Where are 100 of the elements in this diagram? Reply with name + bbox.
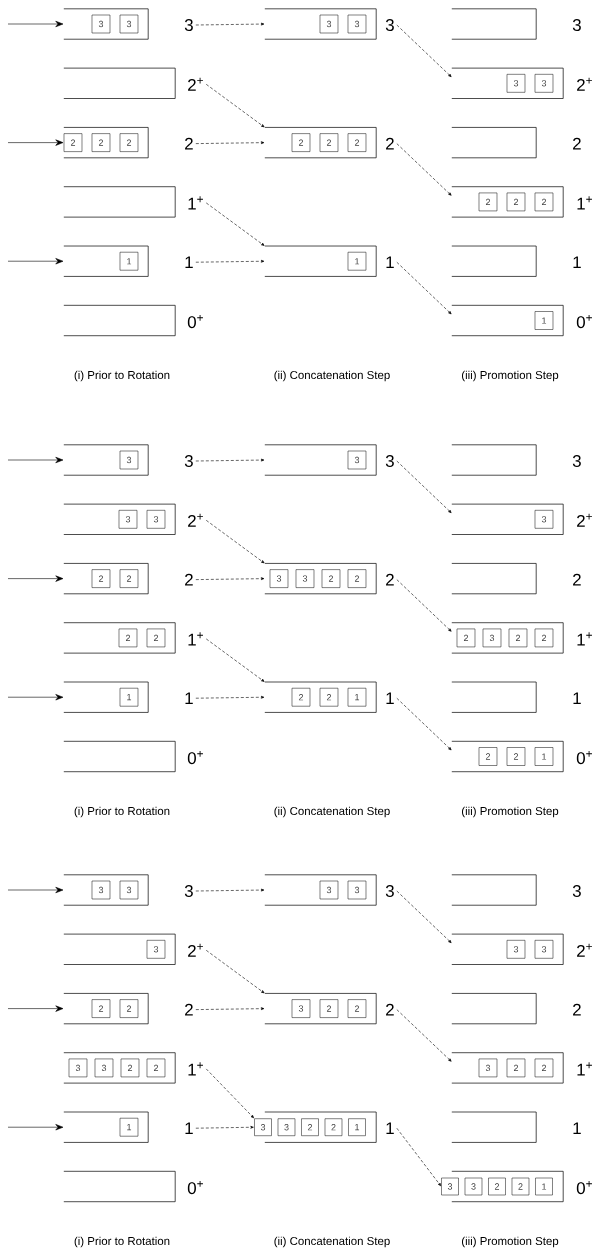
item-square: 3 xyxy=(91,880,111,900)
item-square: 2 xyxy=(91,133,111,152)
level-label: 1$^{+}$ xyxy=(577,196,592,210)
item-square: 2 xyxy=(63,133,83,152)
arrow xyxy=(205,950,265,994)
item-square: 3 xyxy=(277,1118,296,1136)
item-square: 2 xyxy=(319,999,339,1018)
level-label: 1$^{+}$ xyxy=(577,632,592,646)
item-square: 2 xyxy=(506,1058,526,1078)
item-square: 2 xyxy=(120,1058,140,1078)
item-square: 3 xyxy=(91,14,111,34)
arrow xyxy=(195,1125,254,1129)
level-label: 1 xyxy=(386,256,394,269)
item-square: 2 xyxy=(119,999,139,1018)
item-square: 2 xyxy=(347,569,367,588)
item-square: 3 xyxy=(119,450,139,470)
level-label: 3 xyxy=(184,19,193,31)
item-square: 2 xyxy=(456,628,476,648)
arrow xyxy=(7,456,64,464)
item-square: 1 xyxy=(119,251,139,271)
item-square: 1 xyxy=(534,747,554,766)
arrow xyxy=(205,1068,254,1119)
item-square: 2 xyxy=(534,192,554,212)
item-square: 3 xyxy=(319,14,339,34)
item-square: 3 xyxy=(347,880,367,900)
item-square: 1 xyxy=(347,687,367,707)
level-label: 2$^{+}$ xyxy=(577,77,592,91)
item-square: 3 xyxy=(441,1177,459,1196)
arrow xyxy=(195,22,265,26)
item-square: 1 xyxy=(348,1118,366,1136)
item-square: 3 xyxy=(464,1177,483,1196)
caption: (iii) Promotion Step xyxy=(462,806,559,818)
item-square: 3 xyxy=(506,74,526,93)
item-square: 2 xyxy=(119,569,139,588)
item-square: 2 xyxy=(534,1058,554,1078)
item-square: 3 xyxy=(295,569,315,588)
item-square: 2 xyxy=(291,687,311,707)
item-square: 3 xyxy=(347,450,367,470)
level-label: 3 xyxy=(572,19,581,31)
level-label: 2 xyxy=(386,1003,394,1016)
item-square: 3 xyxy=(146,940,166,959)
item-square: 2 xyxy=(347,133,367,152)
level-label: 0$^{+}$ xyxy=(576,750,592,765)
item-square: 1 xyxy=(535,1177,553,1196)
level-label: 1 xyxy=(386,692,394,705)
level-label: 3 xyxy=(572,885,581,897)
level-label: 0$^{+}$ xyxy=(187,1180,203,1195)
caption: (i) Prior to Rotation xyxy=(74,370,170,382)
item-square: 2 xyxy=(91,569,111,588)
item-square: 2 xyxy=(508,628,528,648)
item-square: 2 xyxy=(146,1058,166,1078)
arrow xyxy=(205,202,265,246)
item-square: 2 xyxy=(506,192,526,212)
item-square: 2 xyxy=(534,628,554,648)
arrow xyxy=(396,460,452,514)
level-label: 1 xyxy=(185,256,193,269)
arrow xyxy=(396,579,452,632)
item-square: 3 xyxy=(347,14,367,34)
level-label: 2$^{+}$ xyxy=(188,943,203,957)
item-square: 3 xyxy=(94,1058,114,1078)
arrow xyxy=(195,577,265,581)
arrow xyxy=(396,1127,442,1187)
level-label: 1$^{+}$ xyxy=(188,196,203,210)
arrow xyxy=(195,259,265,263)
level-label: 3 xyxy=(184,885,193,897)
level-label: 0$^{+}$ xyxy=(187,750,203,765)
level-label: 1$^{+}$ xyxy=(577,1062,592,1076)
arrow xyxy=(7,694,64,701)
caption: (ii) Concatenation Step xyxy=(274,370,390,382)
item-square: 2 xyxy=(511,1177,530,1196)
item-square: 3 xyxy=(534,510,554,529)
item-square: 2 xyxy=(118,628,138,648)
item-square: 2 xyxy=(319,687,339,707)
item-square: 3 xyxy=(319,880,339,900)
level-label: 2$^{+}$ xyxy=(577,943,592,957)
arrow xyxy=(396,261,452,315)
level-label: 3 xyxy=(385,455,394,467)
item-square: 3 xyxy=(254,1118,272,1136)
level-label: 2 xyxy=(185,137,193,150)
arrow xyxy=(7,575,64,582)
item-square: 2 xyxy=(319,133,339,152)
item-square: 3 xyxy=(506,940,526,959)
level-label: 2 xyxy=(185,573,193,586)
item-square: 3 xyxy=(68,1058,88,1078)
level-label: 0$^{+}$ xyxy=(187,314,203,329)
item-square: 3 xyxy=(119,14,139,34)
caption: (iii) Promotion Step xyxy=(462,370,559,382)
level-label: 2 xyxy=(386,137,394,150)
level-label: 1 xyxy=(386,1122,394,1135)
item-square: 3 xyxy=(146,510,166,529)
item-square: 2 xyxy=(506,747,526,766)
arrow xyxy=(7,886,64,894)
level-label: 1 xyxy=(573,692,581,705)
level-label: 0$^{+}$ xyxy=(576,314,592,329)
level-label: 2 xyxy=(386,573,394,586)
item-square: 3 xyxy=(291,999,311,1018)
caption: (ii) Concatenation Step xyxy=(274,806,390,818)
caption: (ii) Concatenation Step xyxy=(274,1236,390,1248)
arrow xyxy=(396,890,452,944)
level-label: 2 xyxy=(185,1003,193,1016)
